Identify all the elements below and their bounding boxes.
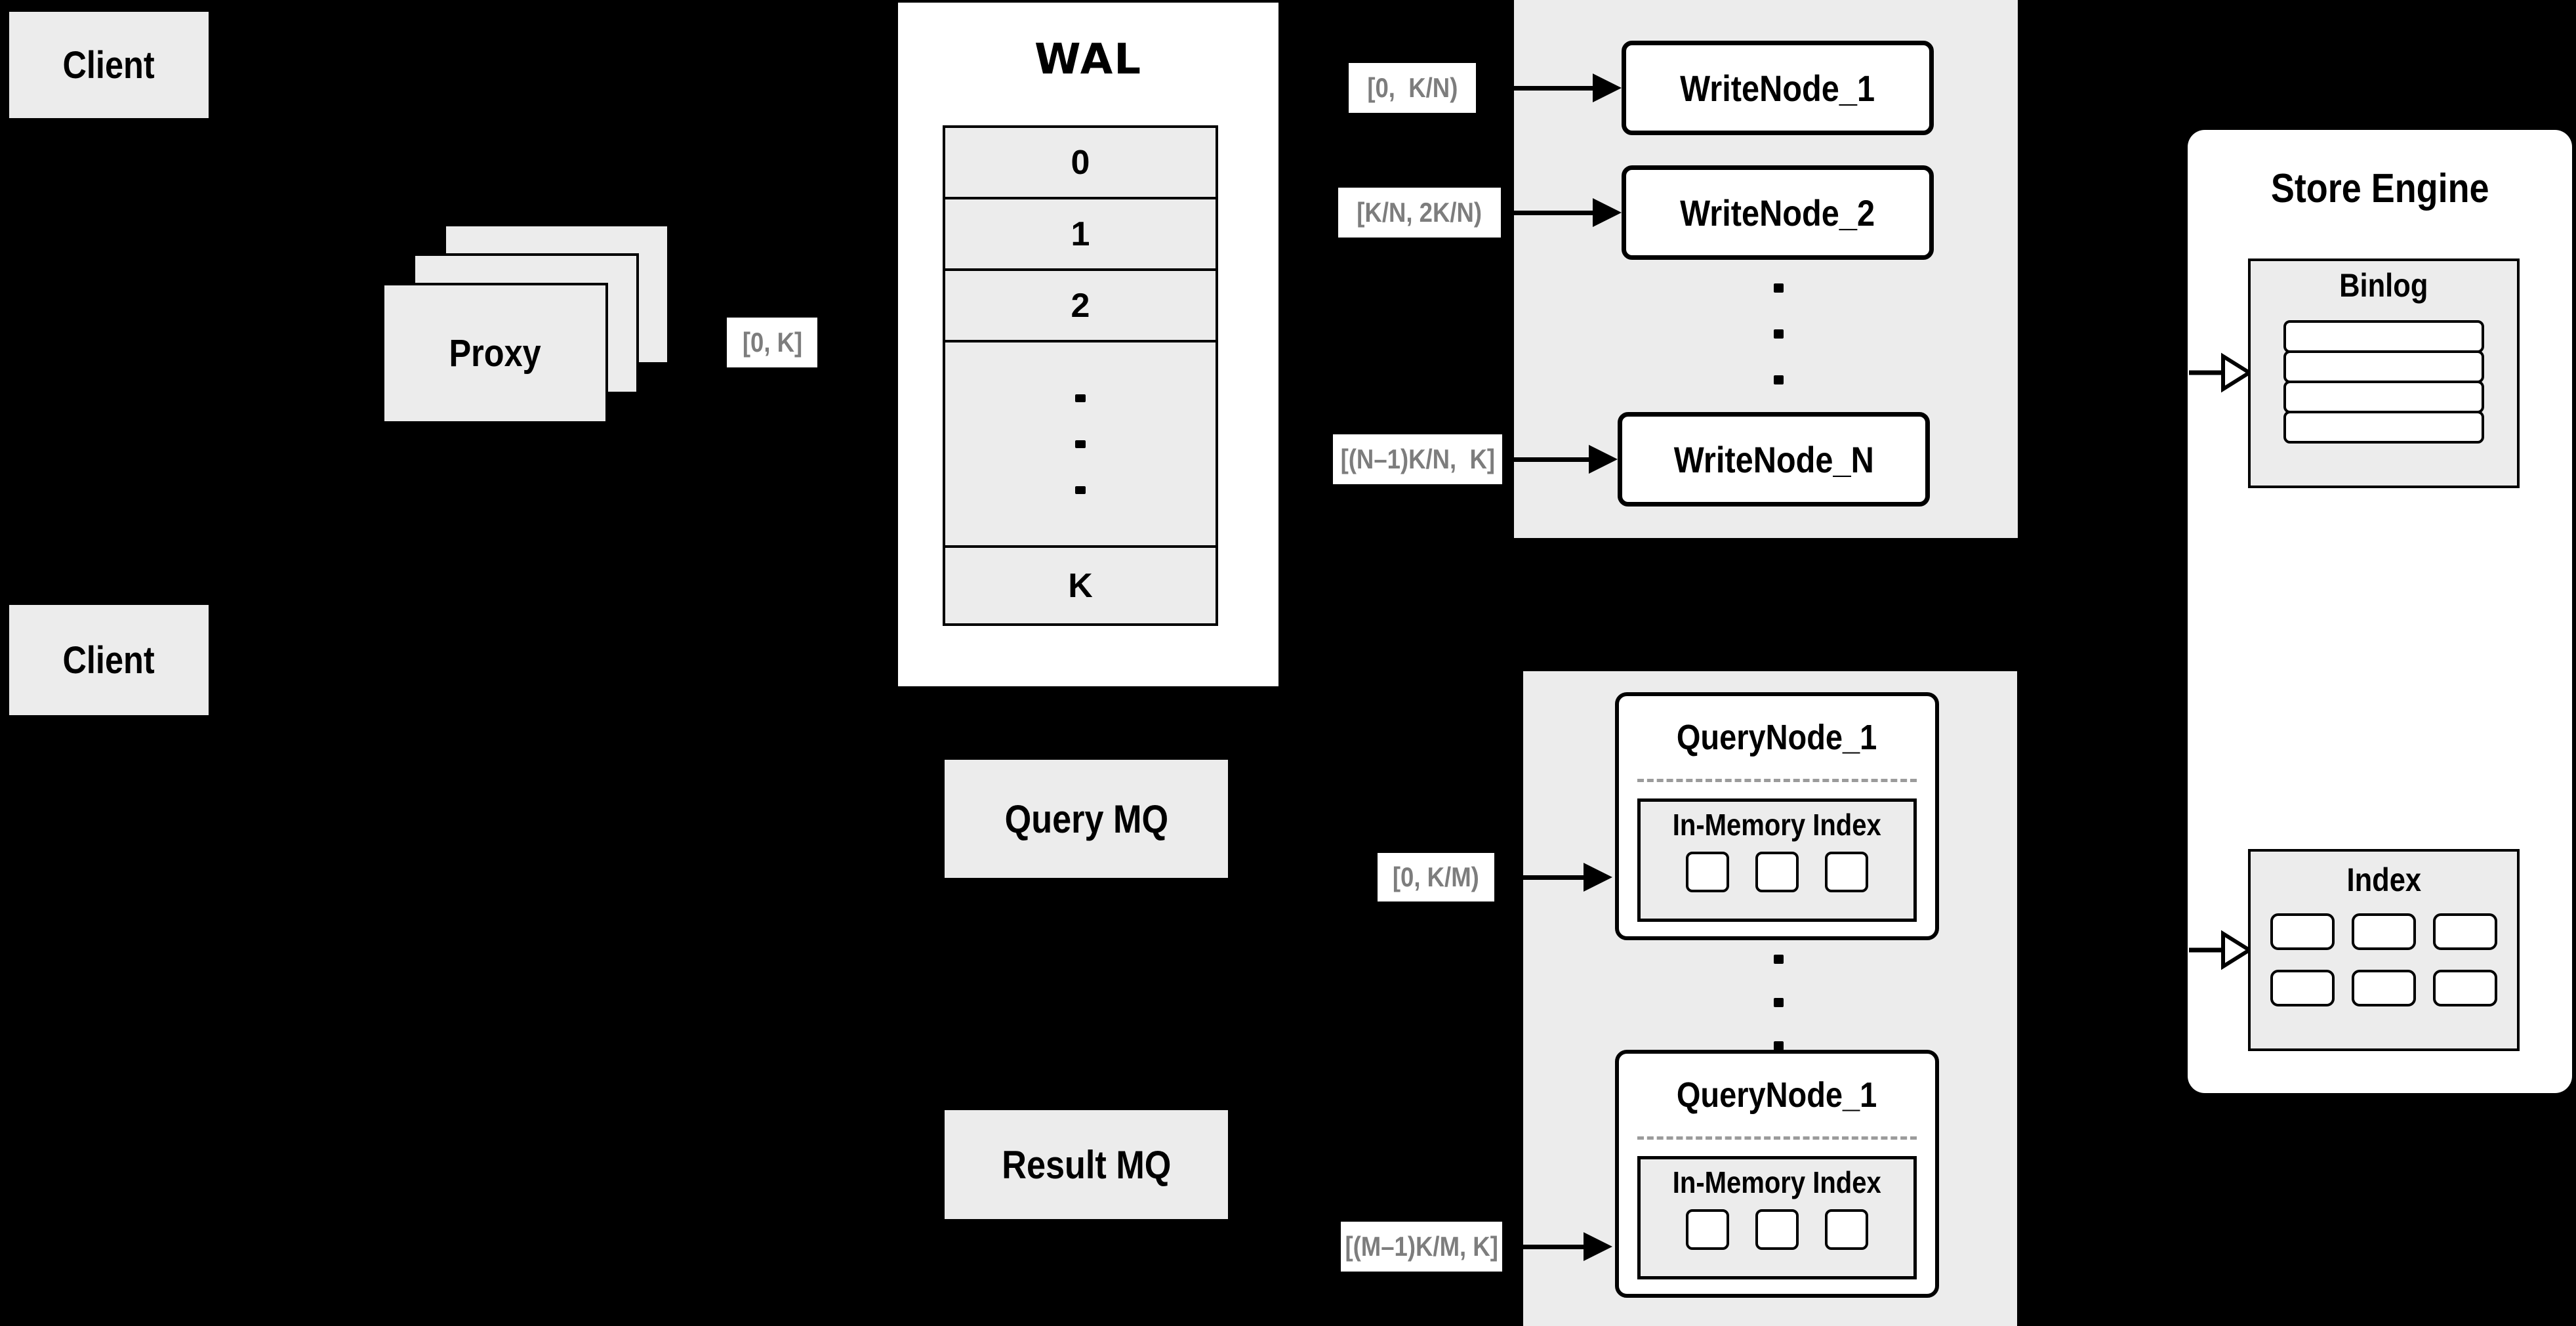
- arrow-to-querynode-top: [1497, 863, 1612, 892]
- query-mq-label: Query MQ: [1004, 797, 1168, 841]
- hollow-arrow-to-binlog-icon: [2189, 352, 2252, 393]
- binlog-segment: [2283, 350, 2484, 383]
- result-mq-box: Result MQ: [945, 1110, 1228, 1219]
- index-segments: [1641, 852, 1913, 892]
- proxy-box: Proxy: [382, 283, 608, 424]
- segment-cell: [1825, 1209, 1868, 1250]
- wal-row-k: K: [1068, 566, 1093, 605]
- store-engine-box: Store Engine Binlog Index: [2188, 130, 2572, 1093]
- range-label-write-n: [(N–1)K/N, K]: [1333, 434, 1502, 484]
- range-label-query-last-text: [(M–1)K/M, K]: [1345, 1231, 1498, 1262]
- ellipsis-dots-icon: [1774, 283, 1784, 384]
- segment-cell: [1755, 1209, 1799, 1250]
- index-segments: [1641, 1209, 1913, 1250]
- index-title: Index: [2346, 861, 2421, 898]
- range-label-write-1-text: [0, K/N): [1366, 72, 1458, 103]
- client-box-bottom: Client: [9, 605, 209, 715]
- write-node-n: WriteNode_N: [1618, 412, 1930, 507]
- client-top-label: Client: [62, 43, 155, 87]
- index-cell: [2352, 913, 2416, 950]
- wal-row-2: 2: [945, 271, 1216, 342]
- in-memory-index-box: In-Memory Index: [1637, 1156, 1917, 1279]
- range-label-proxy-to-wal: [0, K]: [727, 318, 817, 367]
- arrow-head-icon: [1584, 1232, 1612, 1261]
- range-label-write-n-text: [(N–1)K/N, K]: [1340, 444, 1495, 474]
- binlog-segment: [2283, 320, 2484, 353]
- index-box: Index: [2248, 849, 2520, 1051]
- query-mq-box: Query MQ: [945, 760, 1228, 878]
- wal-row-0: 0: [945, 128, 1216, 199]
- query-node-top: QueryNode_1 In-Memory Index: [1615, 692, 1939, 940]
- binlog-box: Binlog: [2248, 259, 2520, 488]
- result-mq-label: Result MQ: [1001, 1142, 1172, 1187]
- range-label-write-1: [0, K/N): [1349, 63, 1476, 113]
- write-node-1-label: WriteNode_1: [1680, 67, 1875, 109]
- arrow-to-writenode-2: [1502, 198, 1622, 227]
- arrow-head-icon: [1593, 198, 1622, 227]
- range-label-query-first: [0, K/M): [1378, 853, 1494, 901]
- index-cell: [2270, 970, 2335, 1006]
- ellipsis-dots-icon: [1075, 394, 1086, 494]
- index-cell: [2433, 913, 2497, 950]
- write-node-2: WriteNode_2: [1622, 165, 1934, 260]
- range-label-write-2: [K/N, 2K/N): [1338, 188, 1501, 238]
- index-cells: [2251, 913, 2517, 1006]
- segment-cell: [1686, 1209, 1729, 1250]
- store-engine-title: Store Engine: [2270, 166, 2489, 211]
- query-node-top-title: QueryNode_1: [1677, 718, 1877, 757]
- write-node-n-label: WriteNode_N: [1673, 438, 1874, 480]
- ellipsis-dots-icon: [1774, 955, 1784, 1050]
- arrow-to-writenode-1: [1479, 73, 1622, 102]
- in-memory-index-title: In-Memory Index: [1672, 808, 1881, 842]
- range-label-write-2-text: [K/N, 2K/N): [1357, 197, 1482, 228]
- query-node-bottom: QueryNode_1 In-Memory Index: [1615, 1050, 1939, 1298]
- segment-cell: [1825, 852, 1868, 892]
- arrow-head-icon: [1593, 73, 1622, 102]
- wal-row-ellipsis: [945, 342, 1216, 548]
- arrow-to-writenode-n: [1503, 445, 1618, 474]
- write-node-2-label: WriteNode_2: [1680, 192, 1875, 234]
- binlog-segment: [2283, 381, 2484, 413]
- client-box-top: Client: [9, 12, 209, 118]
- proxy-label: Proxy: [449, 332, 541, 375]
- range-label-query-first-text: [0, K/M): [1393, 861, 1479, 892]
- arrow-to-querynode-bottom: [1505, 1232, 1612, 1261]
- binlog-segment: [2283, 411, 2484, 444]
- binlog-title: Binlog: [2339, 267, 2428, 304]
- write-node-1: WriteNode_1: [1622, 41, 1934, 135]
- wal-row-1: 1: [945, 199, 1216, 271]
- wal-title: WAL: [1034, 35, 1143, 84]
- segment-cell: [1686, 852, 1729, 892]
- index-cell: [2352, 970, 2416, 1006]
- arrow-head-icon: [1584, 863, 1612, 892]
- index-cell: [2433, 970, 2497, 1006]
- range-label-proxy-to-wal-text: [0, K]: [742, 327, 802, 358]
- dashed-divider: [1637, 779, 1917, 782]
- wal-shard-table: 0 1 2 K: [943, 125, 1218, 626]
- dashed-divider: [1637, 1136, 1917, 1140]
- in-memory-index-box: In-Memory Index: [1637, 798, 1917, 922]
- client-bottom-label: Client: [62, 638, 155, 682]
- query-node-bottom-title: QueryNode_1: [1677, 1075, 1877, 1115]
- arrow-head-icon: [1589, 445, 1618, 474]
- index-cell: [2270, 913, 2335, 950]
- in-memory-index-title: In-Memory Index: [1672, 1165, 1881, 1199]
- wal-box: WAL 0 1 2 K: [895, 0, 1281, 689]
- hollow-arrow-to-index-icon: [2189, 930, 2252, 970]
- range-label-query-last: [(M–1)K/M, K]: [1341, 1222, 1502, 1272]
- segment-cell: [1755, 852, 1799, 892]
